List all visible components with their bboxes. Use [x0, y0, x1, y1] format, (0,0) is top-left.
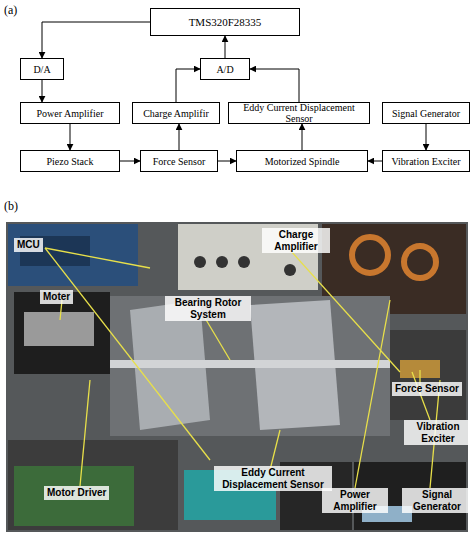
signal-arrow — [426, 124, 427, 150]
signal-arrow — [250, 69, 299, 102]
callout-label: Motor Driver — [44, 486, 109, 500]
box-label: A/D — [216, 64, 233, 75]
callout-label: Signal Generator — [402, 488, 472, 513]
leader-line — [290, 250, 400, 372]
signal-arrow — [42, 80, 43, 102]
bench — [8, 440, 178, 530]
motor-driver-board — [14, 466, 134, 526]
leader-line — [355, 300, 390, 488]
leader-line — [412, 372, 430, 420]
coil — [404, 246, 436, 278]
callout-label: Force Sensor — [392, 382, 462, 396]
coil — [352, 237, 388, 273]
process-box: Charge Amplifir — [132, 102, 220, 124]
process-box: Signal Generator — [382, 102, 470, 124]
signal-arrow — [179, 124, 180, 150]
process-box: D/A — [20, 58, 64, 80]
panel-label: (a) — [4, 4, 17, 18]
knob — [284, 264, 296, 276]
signal-arrow — [225, 36, 226, 58]
process-box: Force Sensor — [140, 150, 218, 172]
motor — [14, 292, 110, 374]
box-label: Motorized Spindle — [265, 156, 340, 167]
leader-line — [45, 248, 210, 460]
process-box: Motorized Spindle — [236, 150, 368, 172]
leader-line — [205, 318, 230, 360]
process-box: A/D — [200, 58, 250, 80]
box-label: Force Sensor — [153, 156, 206, 167]
leader-line — [80, 380, 90, 486]
leader-line — [45, 248, 150, 268]
callout-label: Charge Amplifier — [262, 228, 330, 253]
panel-label: (b) — [4, 200, 18, 214]
motor-body — [24, 312, 94, 346]
signal-arrow — [70, 124, 71, 150]
leader-lines — [45, 248, 440, 488]
knob — [216, 256, 228, 268]
callout-label: Bearing Rotor System — [165, 296, 251, 321]
force-sensor-area — [390, 330, 466, 420]
leader-line — [270, 430, 280, 470]
process-box: Piezo Stack — [20, 150, 120, 172]
process-box: TMS320F28335 — [150, 8, 300, 36]
box-label: D/A — [33, 64, 50, 75]
photo-background — [6, 222, 468, 532]
process-box: Eddy Current Displacement Sensor — [228, 102, 370, 124]
signal-arrow — [120, 161, 140, 162]
callout-label: Power Amplifier — [322, 488, 388, 513]
callout-label: Eddy Current Displacement Sensor — [214, 466, 332, 491]
knob — [194, 256, 206, 268]
callout-label: Moter — [40, 290, 73, 304]
rotor-bed — [110, 296, 390, 436]
box-label: Eddy Current Displacement Sensor — [229, 102, 369, 124]
box-label: Vibration Exciter — [391, 156, 460, 167]
box-label: Piezo Stack — [47, 156, 94, 167]
rotor-shaft — [110, 360, 390, 368]
knob — [238, 256, 250, 268]
process-box: Power Amplifier — [20, 102, 120, 124]
signal-arrow — [176, 69, 200, 102]
signal-arrow — [218, 161, 236, 162]
callout-label: MCU — [14, 238, 43, 252]
box-label: TMS320F28335 — [189, 16, 262, 28]
process-box: Vibration Exciter — [382, 150, 470, 172]
box-label: Power Amplifier — [37, 108, 104, 119]
callout-label: Vibration Exciter — [404, 420, 472, 445]
box-label: Charge Amplifir — [143, 108, 209, 119]
mcu-board — [8, 224, 138, 286]
signal-arrow — [42, 22, 150, 58]
box-label: Signal Generator — [392, 108, 460, 119]
signal-arrow — [368, 161, 382, 162]
signal-arrow — [302, 124, 303, 150]
